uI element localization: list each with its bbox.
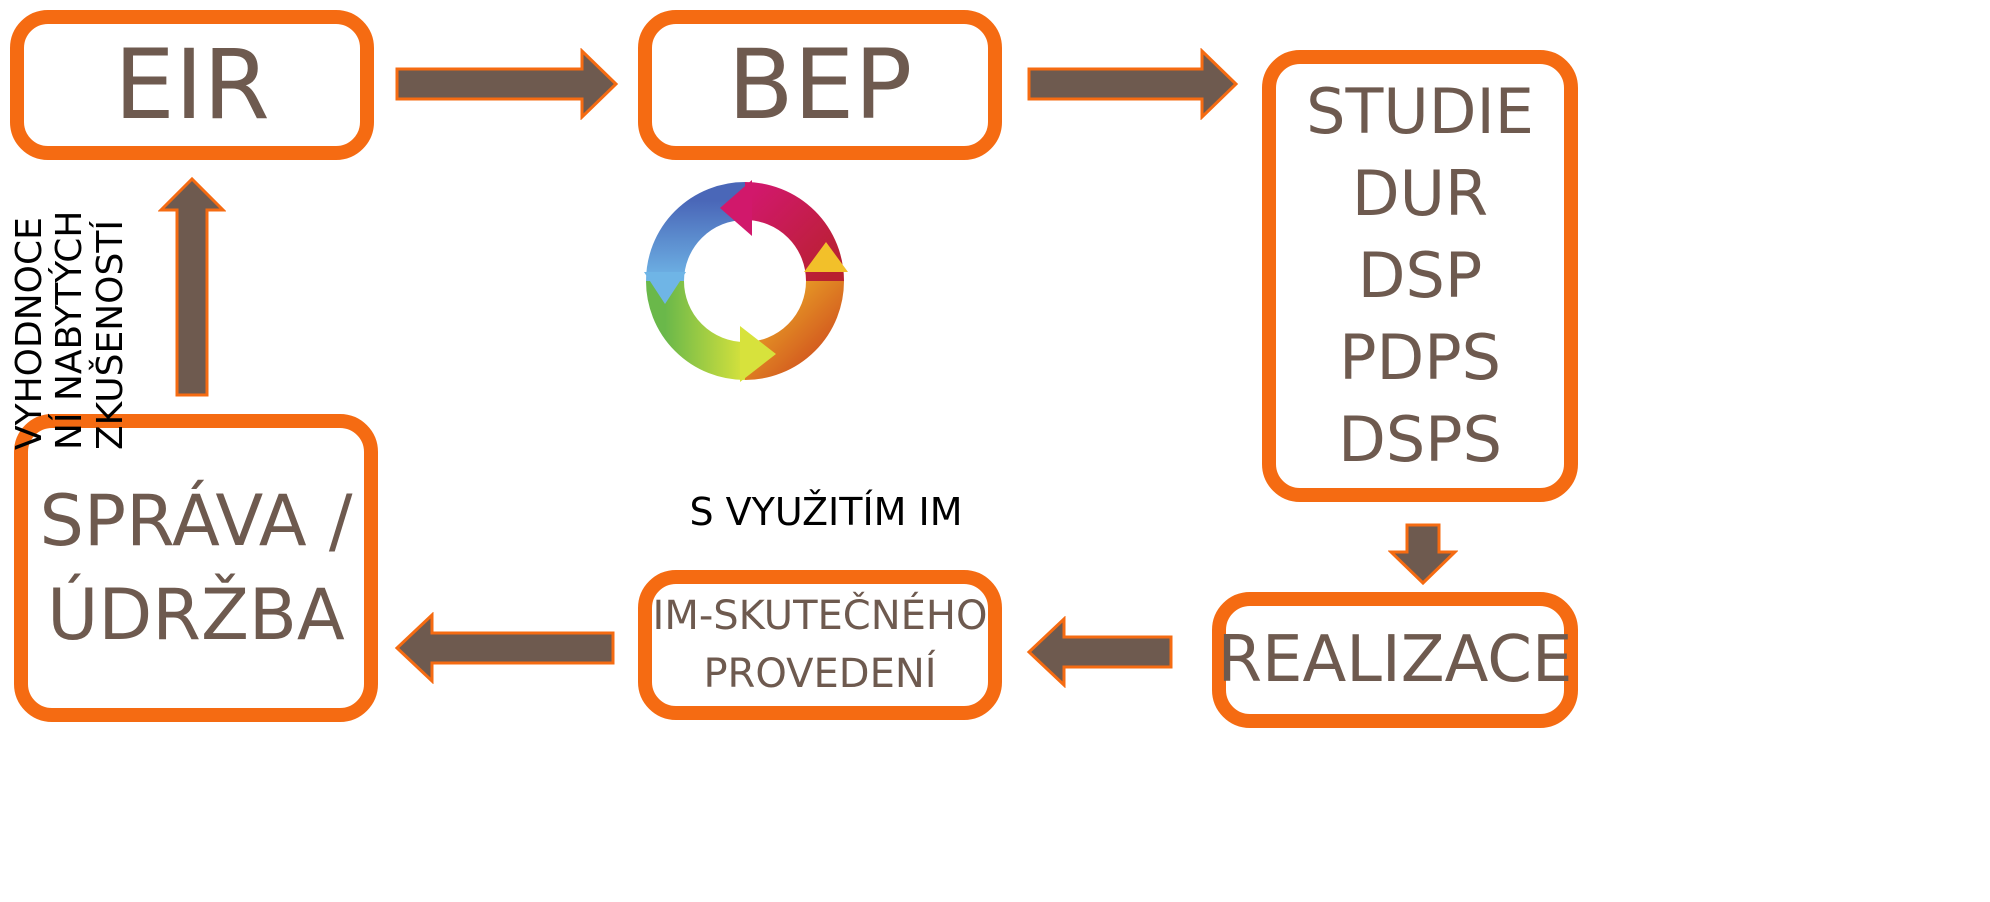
phase-dsp: DSP (1357, 239, 1483, 313)
sprava-line2: ÚDRŽBA (47, 574, 345, 656)
eir-box: EIR (10, 10, 374, 160)
bep-box: BEP (638, 10, 1002, 160)
im-skutecneho-box: IM-SKUTEČNÉHO PROVEDENÍ (638, 570, 1002, 720)
phases-box: STUDIE DUR DSP PDPS DSPS (1262, 50, 1578, 502)
arrow-eir-to-bep (395, 48, 619, 120)
phase-studie: STUDIE (1306, 75, 1534, 149)
eir-label: EIR (114, 29, 270, 141)
center-label: S VYUŽITÍM IM (689, 490, 963, 534)
refresh-cycle-icon (644, 180, 848, 382)
im-skutecneho-line2: PROVEDENÍ (703, 651, 937, 697)
side-label-line2: NÍ NABYTÝCH (49, 210, 91, 450)
arrow-realizace-to-im (1026, 616, 1173, 688)
phase-dur: DUR (1351, 157, 1489, 231)
realizace-box: REALIZACE (1212, 592, 1578, 728)
arrow-im-to-sprava (394, 612, 615, 684)
arrow-phases-to-realizace (1388, 523, 1458, 586)
side-label-line1: VYHODNOCE (9, 217, 50, 450)
im-skutecneho-line1: IM-SKUTEČNÉHO (652, 593, 988, 639)
side-label-line3: ZKUŠENOSTÍ (89, 220, 131, 450)
bep-label: BEP (727, 29, 913, 141)
realizace-label: REALIZACE (1217, 623, 1573, 697)
sprava-line1: SPRÁVA / (39, 479, 353, 562)
sprava-box: SPRÁVA / ÚDRŽBA (14, 414, 378, 722)
phase-dsps: DSPS (1338, 402, 1502, 476)
arrow-sprava-to-eir (158, 176, 226, 397)
phase-pdps: PDPS (1339, 320, 1501, 394)
side-label: VYHODNOCE NÍ NABYTÝCH ZKUŠENOSTÍ (9, 188, 140, 450)
arrow-bep-to-phases (1027, 48, 1239, 120)
